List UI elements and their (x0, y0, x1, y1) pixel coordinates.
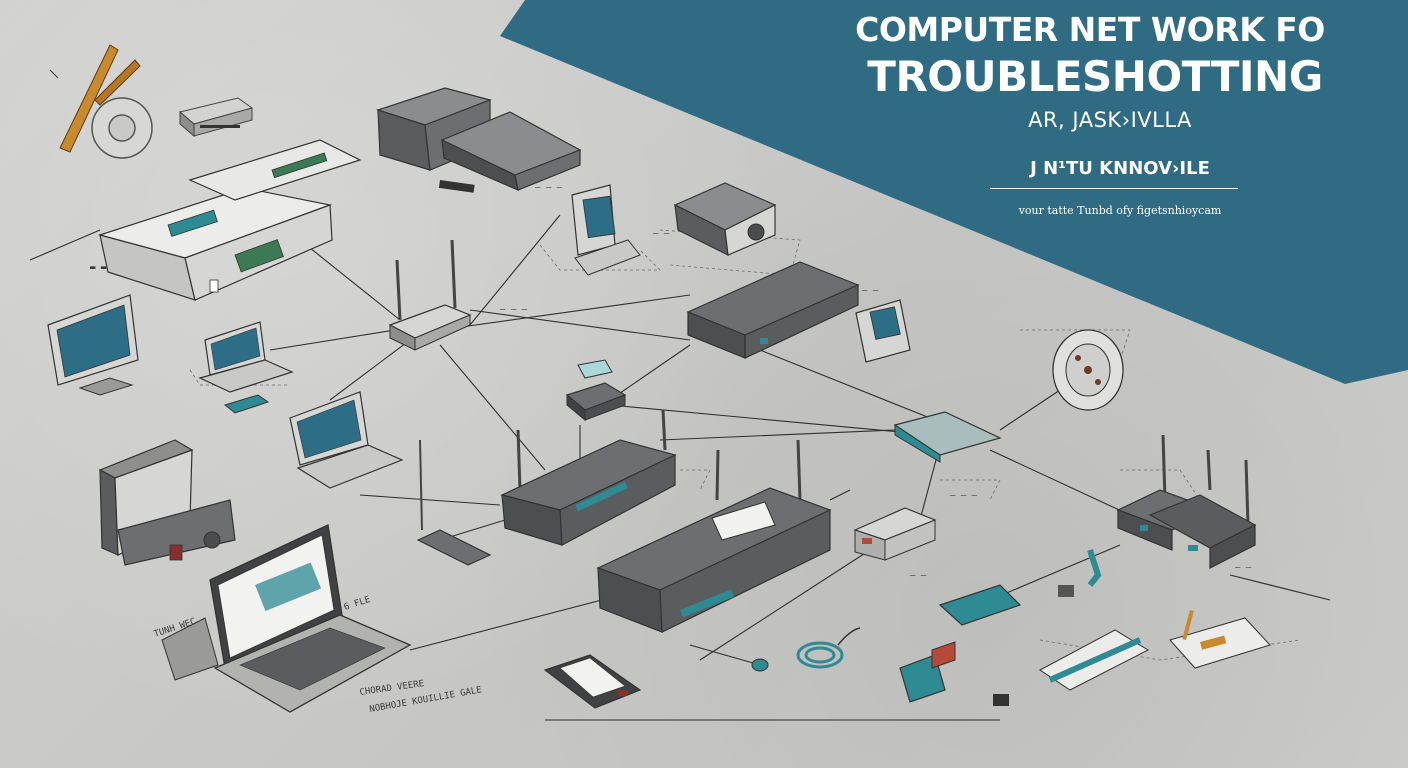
caption-chorad: CHORAD VEERE (359, 679, 425, 698)
laptop-large (161, 524, 412, 713)
small-switch (178, 97, 254, 138)
bridge-device (893, 411, 1002, 463)
access-point (416, 439, 492, 566)
dashed-guides (189, 229, 1301, 661)
tagline: vour tatte Tunbd ofy figetsnhioycam (1018, 204, 1222, 217)
svg-text:— —: — — (862, 286, 879, 296)
scribble-labels: ▬ ▬ — — — — — — — — — — — — — — — — — (90, 183, 1252, 581)
monitor-left (47, 294, 139, 396)
legacy-pc (98, 439, 236, 566)
cable-tester (899, 641, 1009, 706)
wrench-gear-icon (49, 44, 153, 159)
rack-server (97, 139, 362, 301)
wireless-router-top (388, 239, 472, 351)
wireless-router-right (1116, 434, 1257, 569)
title-line-2: TROUBLESHOTTING (867, 52, 1323, 101)
retro-computer (571, 184, 641, 276)
terminal-display (855, 299, 911, 363)
laptop-middle-left (289, 391, 404, 489)
svg-text:— — —: — — — (535, 183, 563, 193)
cable-reel (1052, 329, 1124, 411)
subtitle: J N¹TU KNNOV›ILE (1030, 158, 1210, 179)
subtitle-divider (990, 188, 1238, 189)
svg-text:▬ ▬: ▬ ▬ (90, 263, 107, 273)
caption-file: 6 FLE (343, 595, 372, 613)
network-card (938, 584, 1022, 626)
author-name: AR, JASK›IVLLA (1028, 108, 1192, 132)
connection-lines (29, 214, 1331, 721)
crimp-tool (1169, 610, 1271, 669)
svg-text:— —: — — (910, 571, 927, 581)
network-switch-center (686, 261, 860, 359)
laptop-small-left (198, 321, 294, 414)
media-converter (853, 507, 937, 561)
svg-text:— —: — — (653, 229, 670, 239)
scanner-device (673, 182, 777, 257)
ethernet-cable-coil (751, 627, 861, 672)
switch-hub-small (565, 359, 627, 422)
fiber-patch (1039, 629, 1150, 691)
tablet-device (543, 654, 642, 709)
title-line-1: COMPUTER NET WORK FO (855, 10, 1325, 49)
wireless-router-center (500, 409, 677, 546)
svg-text:— —: — — (1235, 563, 1252, 573)
svg-text:— — —: — — — (500, 305, 528, 315)
svg-text:— — —: — — — (950, 491, 978, 501)
connector-tools (1058, 549, 1102, 597)
core-router (596, 439, 832, 633)
server-unit-top (438, 111, 582, 193)
